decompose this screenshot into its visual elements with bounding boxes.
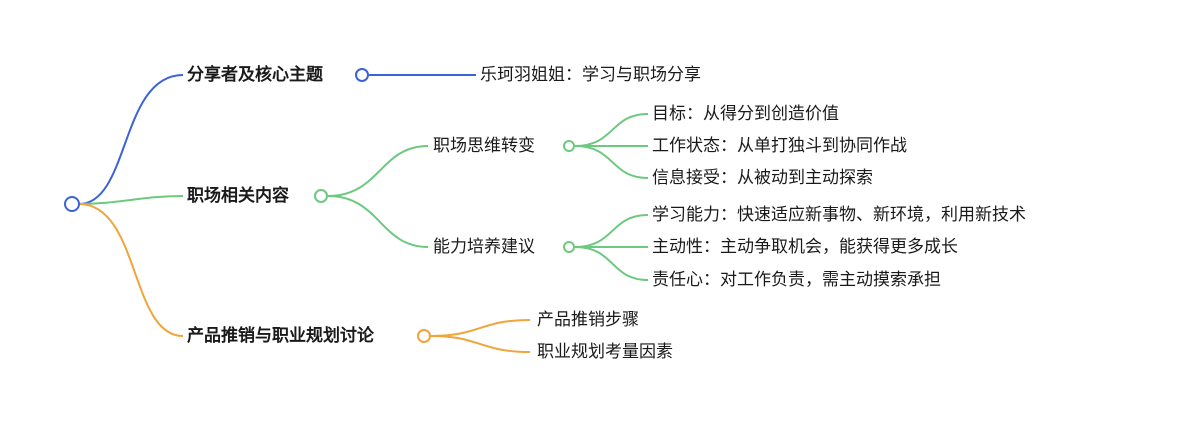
link-ability-leaf1 (574, 214, 649, 248)
link-root-career (78, 195, 184, 205)
node-leaf[interactable]: 主动性：主动争取机会，能获得更多成长 (652, 237, 958, 257)
collapse-toggle-career[interactable] (314, 189, 328, 203)
node-ability[interactable]: 能力培养建议 (433, 237, 535, 257)
collapse-toggle-mindset[interactable] (563, 140, 575, 152)
link-product-leaf2 (430, 335, 531, 353)
node-sharer-topic[interactable]: 乐珂羽姐姐：学习与职场分享 (480, 65, 701, 85)
collapse-toggle-product[interactable] (417, 329, 431, 343)
node-mindset[interactable]: 职场思维转变 (433, 136, 535, 156)
collapse-toggle-ability[interactable] (563, 241, 575, 253)
node-leaf[interactable]: 学习能力：快速适应新事物、新环境，利用新技术 (652, 205, 1026, 225)
root-node[interactable] (64, 196, 80, 212)
link-root-product (78, 203, 184, 337)
link-mindset-leaf3 (574, 145, 649, 179)
link-mindset-leaf1 (574, 113, 649, 147)
node-leaf[interactable]: 产品推销步骤 (537, 310, 639, 330)
link-career-mindset (327, 145, 429, 197)
link-career-ability (327, 195, 429, 248)
link-ability-leaf3 (574, 246, 649, 281)
node-leaf[interactable]: 工作状态：从单打独斗到协同作战 (652, 136, 907, 156)
node-leaf[interactable]: 职业规划考量因素 (537, 342, 673, 362)
node-career[interactable]: 职场相关内容 (187, 186, 289, 206)
link-root-sharer (78, 74, 184, 205)
node-sharer[interactable]: 分享者及核心主题 (187, 65, 323, 85)
collapse-toggle-sharer[interactable] (355, 68, 369, 82)
node-leaf[interactable]: 信息接受：从被动到主动探索 (652, 168, 873, 188)
node-leaf[interactable]: 责任心：对工作负责，需主动摸索承担 (652, 270, 941, 290)
link-product-leaf1 (430, 319, 531, 337)
node-leaf[interactable]: 目标：从得分到创造价值 (652, 104, 839, 124)
node-product[interactable]: 产品推销与职业规划讨论 (187, 326, 374, 346)
